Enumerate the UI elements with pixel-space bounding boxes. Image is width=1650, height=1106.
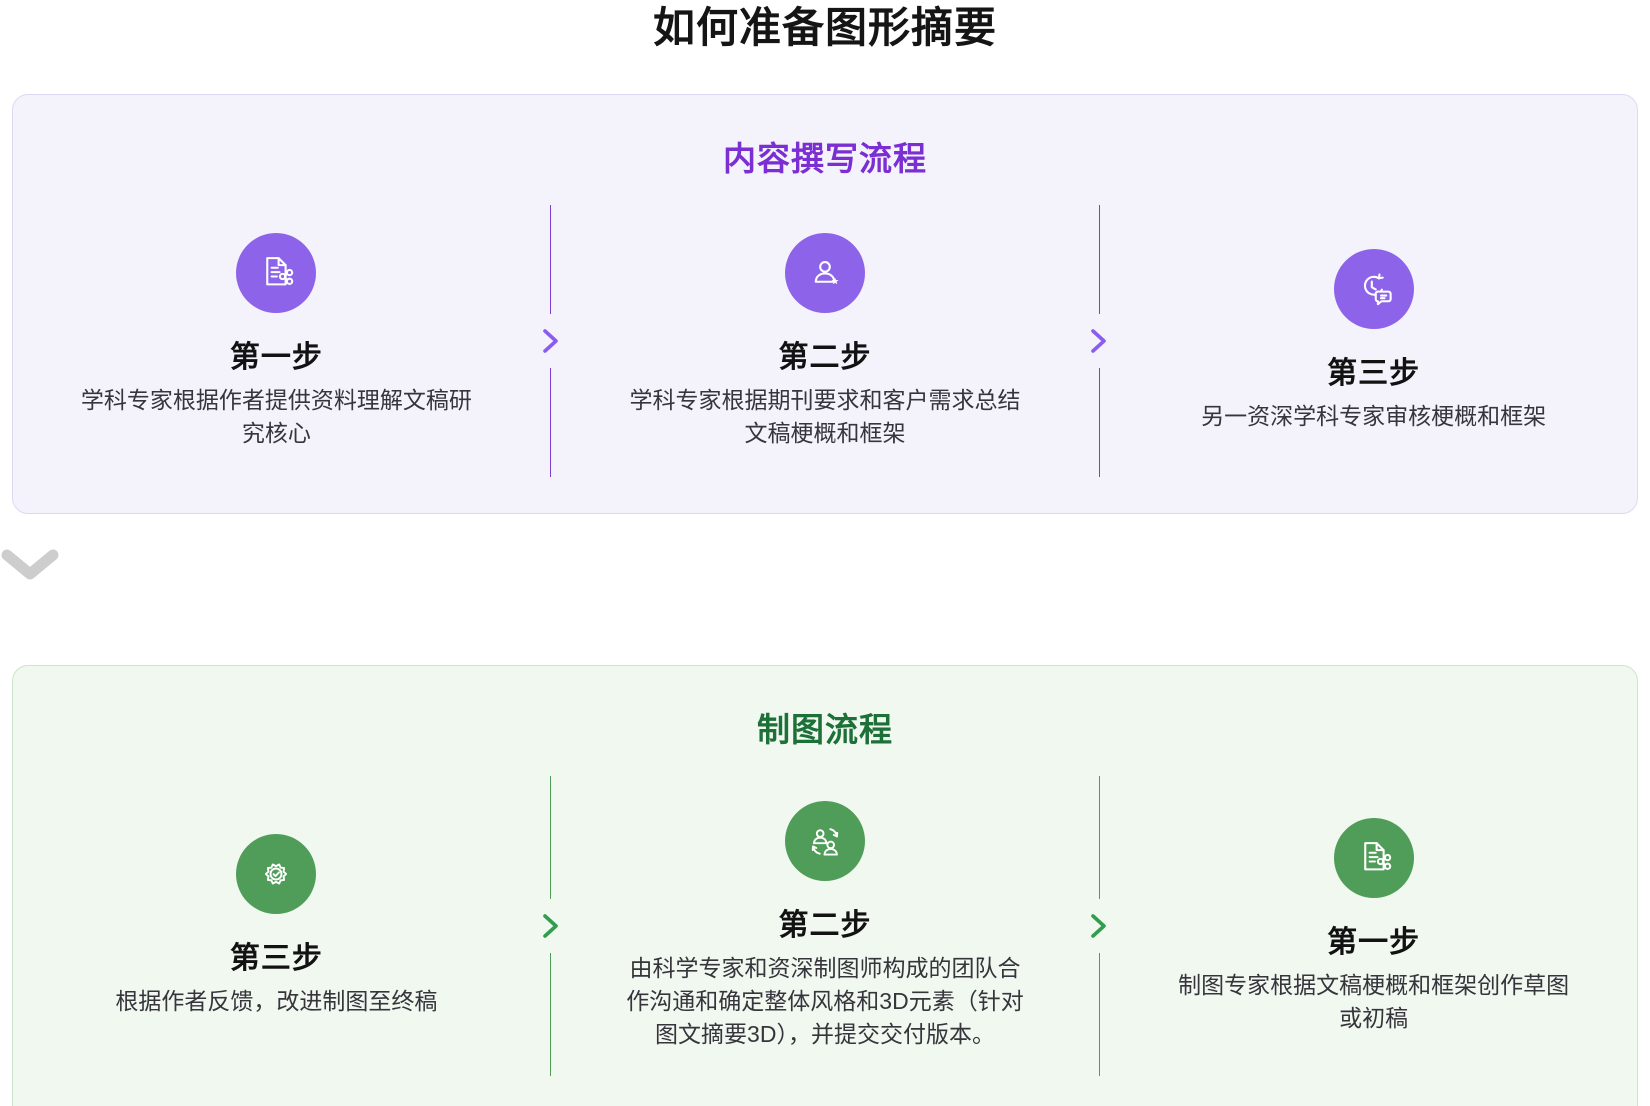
illustration-step-3: 第三步 根据作者反馈，改进制图至终稿 (13, 776, 540, 1076)
step-divider (1088, 776, 1110, 1076)
step-divider (540, 776, 562, 1076)
badge-check-icon (236, 834, 317, 914)
divider-line (549, 205, 552, 314)
clock-chat-icon (1333, 249, 1414, 329)
content-writing-steps-row: 第一步 学科专家根据作者提供资料理解文稿研究核心 (13, 205, 1637, 477)
chevron-down-icon (1, 549, 59, 580)
step-description: 制图专家根据文稿梗概和框架创作草图或初稿 (1178, 971, 1570, 1031)
content-step-3: 第三步 另一资深学科专家审核梗概和框架 (1110, 205, 1637, 477)
step-title: 第一步 (1327, 925, 1421, 959)
content-step-2: 第二步 学科专家根据期刊要求和客户需求总结文稿梗概和框架 (562, 205, 1089, 477)
step-title: 第一步 (229, 340, 323, 374)
document-share-icon (1333, 817, 1414, 898)
illustration-step-2: 第二步 由科学专家和资深制图师构成的团队合作沟通和确定整体风格和3D元素（针对图… (562, 776, 1089, 1076)
step-description: 根据作者反馈，改进制图至终稿 (115, 988, 438, 1014)
step-description: 另一资深学科专家审核梗概和框架 (1201, 403, 1547, 429)
user-star-icon (785, 232, 865, 313)
step-title: 第二步 (778, 909, 872, 942)
section-illustration: 制图流程 第三步 根据作者反馈，改进制图至终稿 (12, 665, 1638, 1106)
page-title: 如何准备图形摘要 (652, 4, 997, 51)
step-description: 由科学专家和资深制图师构成的团队合作沟通和确定整体风格和3D元素（针对图文摘要3… (626, 955, 1024, 1047)
step-title: 第二步 (778, 340, 872, 374)
divider-line (1098, 368, 1101, 477)
divider-line (1098, 953, 1101, 1076)
step-description: 学科专家根据作者提供资料理解文稿研究核心 (80, 386, 472, 446)
divider-line (1098, 205, 1101, 314)
divider-line (549, 368, 552, 477)
step-title: 第三步 (229, 942, 323, 975)
step-divider (540, 205, 562, 477)
divider-line (549, 953, 552, 1076)
section-content-writing-title: 内容撰写流程 (723, 140, 927, 177)
section-content-writing: 内容撰写流程 第一步 学科专家根据作者提供资料理解文稿研究核心 (12, 94, 1638, 514)
chevron-right-icon (1091, 914, 1107, 938)
illustration-steps-row: 第三步 根据作者反馈，改进制图至终稿 (13, 776, 1637, 1076)
content-step-1: 第一步 学科专家根据作者提供资料理解文稿研究核心 (13, 205, 540, 477)
chevron-right-icon (542, 914, 558, 938)
illustration-step-1: 第一步 制图专家根据文稿梗概和框架创作草图或初稿 (1110, 776, 1637, 1076)
step-divider (1088, 205, 1110, 477)
users-sync-icon (785, 801, 865, 881)
document-share-icon (236, 232, 317, 313)
chevron-right-icon (542, 329, 558, 353)
step-title: 第三步 (1327, 357, 1421, 390)
divider-line (1098, 776, 1101, 899)
divider-line (549, 776, 552, 899)
section-illustration-title: 制图流程 (757, 711, 893, 748)
step-description: 学科专家根据期刊要求和客户需求总结文稿梗概和框架 (629, 386, 1021, 446)
chevron-right-icon (1091, 329, 1107, 353)
